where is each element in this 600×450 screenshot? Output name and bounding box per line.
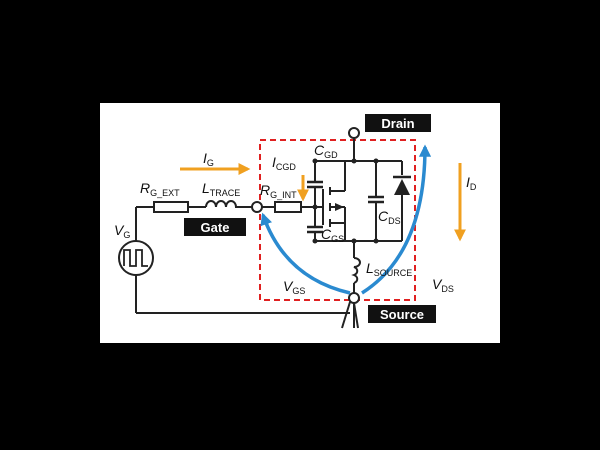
source-tag: Source bbox=[368, 305, 436, 323]
cgs-label: CGS bbox=[321, 226, 344, 244]
capacitor-plates bbox=[307, 180, 384, 234]
cgd-label: CGD bbox=[314, 142, 338, 160]
svg-text:Source: Source bbox=[380, 307, 424, 322]
l-trace-label: LTRACE bbox=[202, 180, 240, 198]
l-source-label: LSOURCE bbox=[366, 260, 412, 278]
gate-terminal bbox=[251, 201, 263, 213]
vds-label: VDS bbox=[432, 276, 454, 294]
body-arrow-icon bbox=[335, 203, 344, 211]
vds-arrow bbox=[361, 144, 432, 295]
rg-ext-resistor bbox=[153, 201, 189, 213]
rg-ext-label: RG_EXT bbox=[140, 180, 180, 198]
drain-terminal bbox=[348, 127, 360, 139]
vg-label: VG bbox=[114, 222, 130, 240]
junction-dots bbox=[312, 158, 379, 244]
rg-int-label: RG_INT bbox=[260, 182, 297, 200]
diagram-panel bbox=[100, 103, 500, 343]
svg-text:Gate: Gate bbox=[201, 220, 230, 235]
id-label: ID bbox=[466, 174, 477, 192]
svg-text:Drain: Drain bbox=[381, 116, 414, 131]
drain-tag: Drain bbox=[365, 114, 431, 132]
icgd-label: ICGD bbox=[272, 154, 296, 172]
cds-label: CDS bbox=[378, 208, 401, 226]
l-trace-inductor bbox=[205, 200, 237, 208]
ig-label: IG bbox=[203, 150, 214, 168]
source-terminal bbox=[348, 292, 360, 304]
body-diode-icon bbox=[394, 179, 410, 195]
rg-int-resistor bbox=[274, 201, 302, 213]
vgs-label: VGS bbox=[283, 278, 305, 296]
l-source-inductor bbox=[351, 257, 361, 284]
gate-tag: Gate bbox=[184, 218, 246, 236]
vgs-arrow bbox=[260, 212, 351, 295]
square-wave-icon bbox=[123, 249, 148, 267]
mosfet-circuit-diagram: IG RG_EXT LTRACE RG_INT ICGD CGD CGS CDS… bbox=[114, 114, 477, 329]
